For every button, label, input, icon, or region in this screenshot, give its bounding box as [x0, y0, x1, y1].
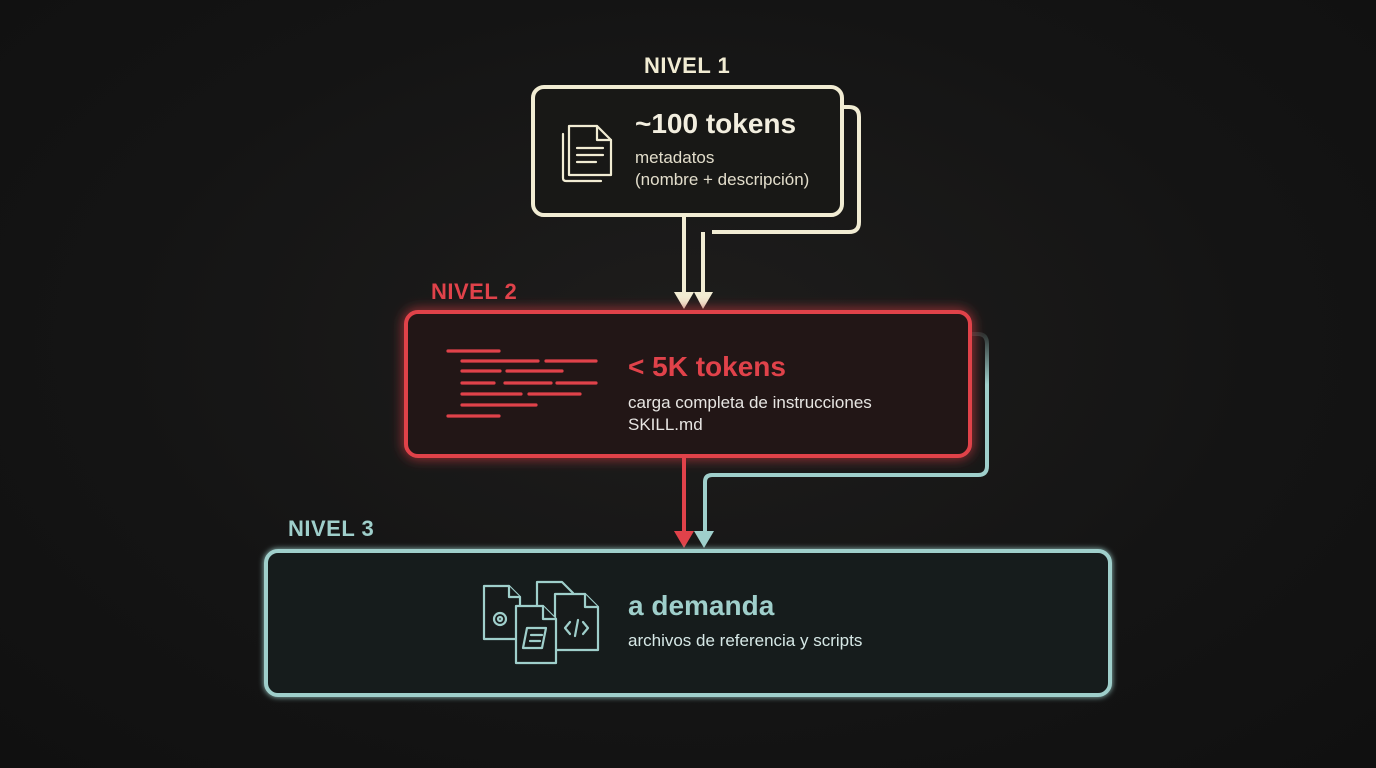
level1-label: NIVEL 1: [644, 53, 731, 78]
level3-label: NIVEL 3: [288, 516, 375, 541]
connector-1-2: [682, 215, 705, 294]
level3-description-line1: archivos de referencia y scripts: [628, 631, 863, 650]
instruction-lines-icon: [446, 349, 598, 418]
level1-box: [531, 85, 861, 234]
connector-2-3: [674, 456, 714, 548]
level1-back-frame: [712, 105, 861, 234]
arrowheads-1-2: [674, 292, 713, 309]
level2-title: < 5K tokens: [628, 351, 786, 382]
level1-description-line1: metadatos: [635, 148, 715, 167]
level3-title: a demanda: [628, 590, 775, 621]
level2-description-line2: SKILL.md: [628, 415, 703, 434]
level2-label: NIVEL 2: [431, 279, 518, 304]
level2-description-line1: carga completa de instrucciones: [628, 393, 872, 412]
document-stack-icon: [561, 124, 613, 183]
level3-box: [264, 549, 1112, 697]
level1-title: ~100 tokens: [635, 108, 797, 139]
level2-back-frame: [703, 332, 989, 536]
level1-description-line2: (nombre + descripción): [635, 170, 810, 189]
reference-files-icon: [482, 580, 600, 665]
level2-front-frame: [404, 310, 972, 458]
level2-box: [404, 310, 989, 536]
level1-front-frame: [531, 85, 844, 217]
